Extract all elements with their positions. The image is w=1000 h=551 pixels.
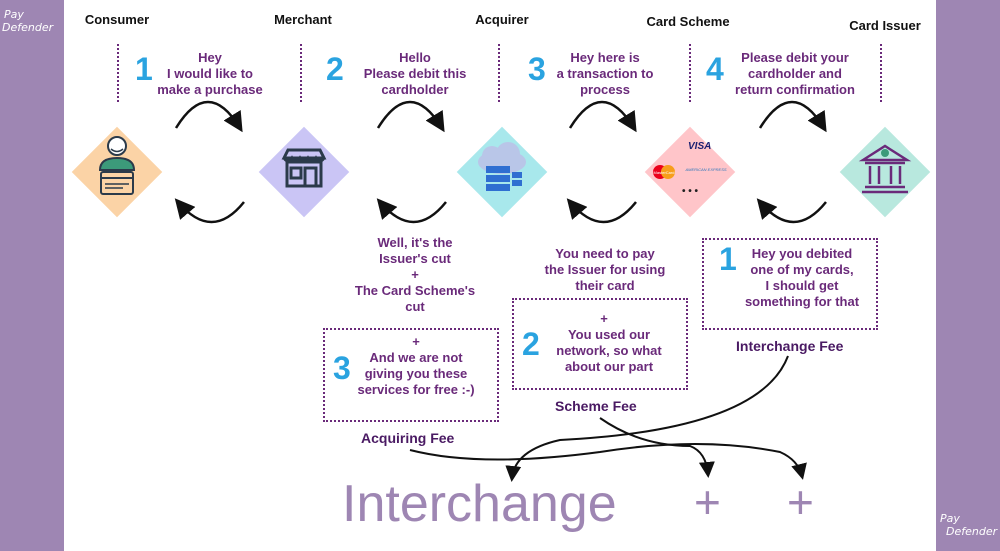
cloud-server-icon	[478, 142, 526, 191]
issuer-diamond	[839, 126, 931, 218]
right-sidebar	[936, 0, 1000, 551]
message-line: process	[580, 82, 630, 97]
interchange-fee-text: Hey you debited one of my cards, I shoul…	[738, 246, 866, 310]
fee-line: one of my cards,	[750, 262, 854, 277]
fee-line: about our part	[564, 359, 654, 374]
reply-line: cut	[405, 299, 425, 314]
brand-logo-top: Pay Defender	[2, 8, 54, 34]
message-line: Please debit your	[741, 50, 849, 65]
merchant-diamond	[258, 126, 350, 218]
mastercard-logo: MasterCard	[653, 165, 675, 179]
separator-line	[498, 44, 500, 102]
flow-step-message: Hey here is a transaction to process	[543, 50, 667, 98]
visa-logo: VISA	[688, 141, 711, 152]
acquiring-fee-label: Acquiring Fee	[361, 430, 455, 446]
consumer-diamond	[71, 126, 163, 218]
scheme-reply: You need to pay the Issuer for using the…	[525, 246, 685, 294]
reply-line: You need to pay	[555, 246, 655, 261]
amex-label: AMERICAN EXPRESS	[684, 167, 726, 172]
fee-flow-arrows	[409, 355, 807, 482]
separator-line	[689, 44, 691, 102]
interchange-fee-box	[702, 238, 878, 330]
scheme-fee-text: You used our network, so what about our …	[544, 327, 674, 375]
fee-line: something for that	[744, 294, 860, 309]
brand-line1: Pay	[940, 512, 960, 525]
curved-arrow-icon	[174, 100, 827, 224]
flow-step-message: Please debit your cardholder and return …	[728, 50, 862, 98]
formula-interchange: Interchange	[342, 475, 617, 533]
message-line: Hey	[198, 50, 222, 65]
credit-card-icon	[100, 171, 134, 195]
formula-plus-2: +	[787, 476, 814, 528]
bank-icon	[858, 144, 912, 194]
brand-line2: Defender	[946, 525, 998, 538]
actor-card-issuer: Card Issuer	[849, 18, 921, 33]
more-dots: • • •	[682, 186, 699, 197]
reply-line: Well, it's the	[377, 235, 453, 250]
acquiring-fee-text: + And we are not giving you these servic…	[346, 334, 486, 398]
reply-line: +	[411, 267, 419, 282]
message-line: make a purchase	[157, 82, 263, 97]
scheme-fee-label: Scheme Fee	[555, 398, 637, 414]
acquiring-fee-box	[323, 328, 499, 422]
actor-acquirer: Acquirer	[475, 12, 529, 27]
actor-card-scheme: Card Scheme	[646, 14, 730, 29]
message-line: Please debit this	[363, 66, 467, 81]
fee-line: I should get	[765, 278, 839, 293]
fee-line: network, so what	[556, 343, 662, 358]
separator-line	[300, 44, 302, 102]
fee-line: And we are not	[369, 350, 463, 365]
acquirer-reply: Well, it's the Issuer's cut + The Card S…	[335, 235, 495, 315]
message-line: cardholder	[381, 82, 449, 97]
fee-number: 2	[522, 326, 540, 362]
flow-step-message: Hello Please debit this cardholder	[352, 50, 478, 98]
fee-line: services for free :-)	[357, 382, 475, 397]
flow-step-number: 4	[706, 51, 724, 87]
message-line: Hello	[399, 50, 431, 65]
scheme-fee-box	[512, 298, 688, 390]
message-line: a transaction to	[556, 66, 654, 81]
flow-step-number: 2	[326, 51, 344, 87]
flow-step-number: 3	[528, 51, 546, 87]
fee-line: You used our	[567, 327, 651, 342]
formula-plus-1: +	[694, 476, 721, 528]
fee-line: +	[412, 334, 420, 349]
scheme-plus: +	[600, 311, 608, 326]
actor-consumer: Consumer	[84, 12, 150, 27]
separator-line	[117, 44, 119, 102]
separator-line	[880, 44, 882, 102]
fee-line: Hey you debited	[751, 246, 853, 261]
message-line: return confirmation	[735, 82, 855, 97]
fee-number: 3	[333, 350, 351, 386]
reply-line: Issuer's cut	[379, 251, 451, 266]
interchange-fee-label: Interchange Fee	[736, 338, 844, 354]
acquirer-diamond	[456, 126, 548, 218]
message-line: I would like to	[167, 66, 253, 81]
reply-line: the Issuer for using	[544, 262, 666, 277]
message-line: cardholder and	[748, 66, 842, 81]
flow-step-number: 1	[135, 51, 153, 87]
brand-line1: Pay	[4, 8, 24, 21]
actor-merchant: Merchant	[274, 12, 332, 27]
amex-logo: AMERICAN EXPRESS	[684, 167, 726, 172]
scheme-diamond: VISA MasterCard AMERICAN EXPRESS • • •	[644, 126, 736, 218]
brand-line2: Defender	[2, 21, 54, 34]
reply-line: The Card Scheme's	[354, 283, 476, 298]
reply-line: their card	[575, 278, 635, 293]
mastercard-label: MasterCard	[654, 170, 675, 175]
shop-icon	[281, 148, 327, 188]
left-sidebar	[0, 0, 64, 551]
fee-line: giving you these	[364, 366, 468, 381]
flow-step-message: Hey I would like to make a purchase	[148, 50, 272, 98]
brand-logo-bottom: Pay Defender	[940, 512, 997, 538]
message-line: Hey here is	[570, 50, 640, 65]
fee-number: 1	[719, 241, 737, 277]
consumer-avatar-icon	[98, 136, 136, 171]
